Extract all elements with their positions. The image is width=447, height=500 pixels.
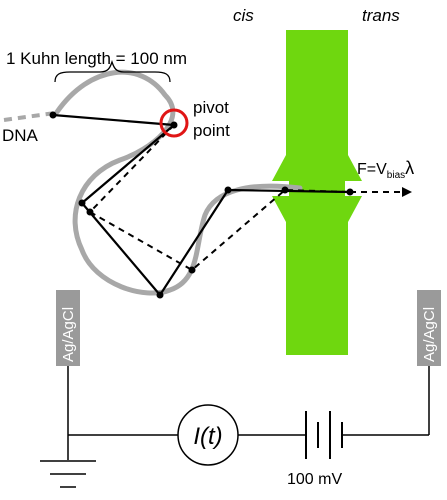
pivot-point-circle	[159, 108, 189, 138]
dna-strand-outline	[54, 69, 303, 296]
voltage-label: 100 mV	[287, 471, 342, 488]
vertex	[156, 291, 164, 299]
vertex	[170, 121, 178, 129]
point-label: point	[193, 121, 230, 140]
left-electrode-label: Ag/AgCl	[60, 307, 77, 362]
dna-chain-solid	[52, 113, 351, 297]
vertex	[188, 266, 196, 274]
chain-vertices	[49, 111, 354, 299]
kuhn-length-brace	[54, 59, 171, 83]
dna-chain-dashed	[89, 124, 351, 271]
trans-label: trans	[362, 6, 400, 25]
vertex	[224, 186, 232, 194]
battery-icon	[305, 411, 343, 459]
force-label-prefix: F=V	[357, 161, 387, 178]
cis-label: cis	[233, 6, 254, 25]
current-meter-icon	[177, 404, 239, 466]
force-label-suffix: λ	[405, 158, 414, 178]
vertex	[346, 188, 354, 196]
right-electrode	[417, 290, 441, 366]
ground-icon	[40, 460, 96, 488]
pivot-label: pivot	[193, 98, 229, 117]
vertex	[49, 111, 57, 119]
left-electrode	[56, 290, 80, 366]
vertex	[281, 186, 289, 194]
vertex	[86, 208, 94, 216]
dna-label: DNA	[2, 126, 39, 145]
kuhn-length-label: 1 Kuhn length = 100 nm	[6, 49, 187, 68]
vertex	[78, 199, 86, 207]
force-arrow-head	[402, 187, 412, 197]
force-label-subscript: bias	[387, 170, 405, 181]
dna-tail-dashed	[3, 111, 56, 122]
force-label: F=Vbiasλ	[357, 158, 414, 181]
current-label: I(t)	[193, 423, 222, 450]
circuit-wires	[67, 366, 430, 460]
right-electrode-label: Ag/AgCl	[421, 307, 438, 362]
